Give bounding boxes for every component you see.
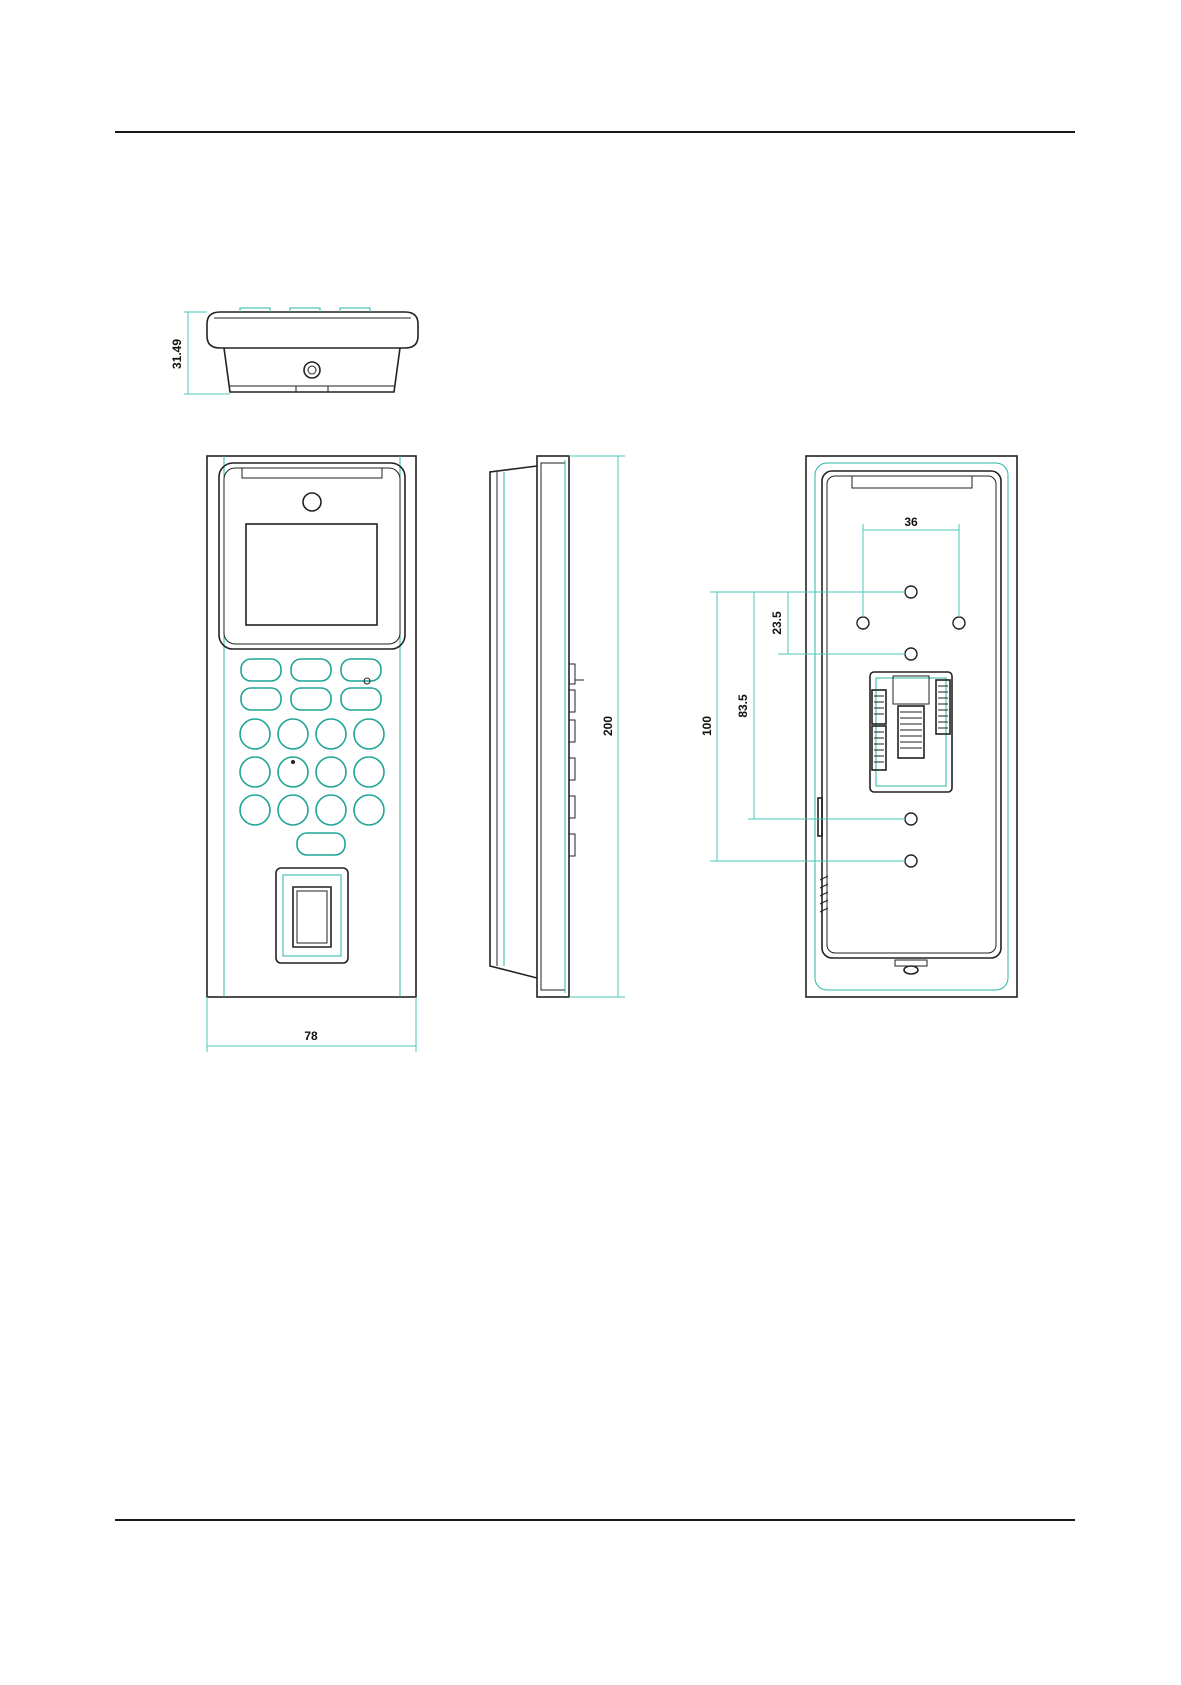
numeric-keys	[240, 719, 384, 825]
function-keys	[241, 659, 381, 710]
width-dimension-label: 78	[304, 1029, 318, 1043]
back-view: 36 23.5 83.5 100	[700, 456, 1017, 997]
hole-spacing-large-label: 100	[700, 716, 714, 736]
hole-spacing-small-label: 23.5	[770, 611, 784, 635]
side-view: 200	[490, 456, 625, 997]
hole-spacing-mid-label: 83.5	[736, 694, 750, 718]
top-view: 31.49	[170, 308, 418, 394]
height-dimension-label: 200	[601, 716, 615, 736]
depth-dimension-label: 31.49	[170, 339, 184, 369]
hole-spacing-horizontal-label: 36	[904, 515, 918, 529]
fingerprint-reader	[276, 868, 348, 963]
front-view: 78	[207, 456, 416, 1052]
wiring-terminal	[870, 672, 952, 792]
